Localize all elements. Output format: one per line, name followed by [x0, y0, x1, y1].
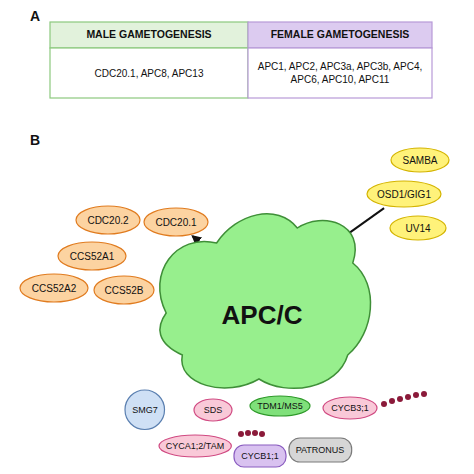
protein-oval: CDC20.1	[143, 207, 209, 237]
node-text: CCS52A1	[70, 251, 114, 262]
table-cell-male	[50, 48, 248, 98]
table-cell-female	[248, 48, 432, 98]
table-cell: CDC20.1, APC8, APC13	[50, 48, 248, 98]
table-header-male	[50, 22, 248, 48]
node-text: APC/C	[222, 300, 303, 331]
protein-oval: CCS52A2	[19, 273, 89, 303]
node-text: OSD1/GIG1	[377, 189, 431, 200]
protein-oval: CCS52B	[93, 275, 155, 305]
protein-oval: CYCB3;1	[322, 396, 378, 420]
protein-oval: SMG7	[124, 389, 166, 431]
table-header: FEMALE GAMETOGENESIS	[248, 22, 432, 48]
node-text: CDC20.1	[155, 217, 196, 228]
complex-shape: APC/C	[146, 193, 378, 398]
node-text: CYCB3;1	[331, 403, 369, 413]
protein-oval: CYCB1;1	[233, 444, 287, 468]
protein-oval: SDS	[193, 398, 233, 422]
node-outline	[146, 193, 378, 398]
protein-oval: CDC20.2	[75, 205, 141, 235]
node-text: CCS52B	[105, 285, 144, 296]
node-text: TDM1/MS5	[257, 401, 303, 411]
node-text: CYCB1;1	[241, 451, 279, 461]
table-cell: APC1, APC2, APC3a, APC3b, APC4, APC6, AP…	[248, 48, 432, 98]
protein-oval: SAMBA	[390, 147, 450, 173]
protein-oval: CYCA1;2/TAM	[158, 434, 232, 458]
table-header-female	[248, 22, 432, 48]
panel-letter: A	[30, 8, 46, 24]
node-text: SDS	[204, 405, 223, 415]
protein-oval: UV14	[389, 215, 447, 241]
activation-arrow	[193, 236, 194, 238]
protein-oval: PATRONUS	[288, 437, 353, 463]
node-text: CCS52A2	[32, 283, 76, 294]
ubiquitin-chain	[238, 391, 427, 437]
protein-oval: OSD1/GIG1	[366, 180, 442, 208]
node-text: UV14	[405, 223, 430, 234]
node-text: SMG7	[132, 405, 158, 415]
panel-letter: B	[30, 132, 46, 148]
protein-oval: TDM1/MS5	[249, 395, 311, 417]
node-text: PATRONUS	[296, 445, 345, 455]
node-text: SAMBA	[402, 155, 437, 166]
table-header: MALE GAMETOGENESIS	[50, 22, 248, 48]
node-text: CYCA1;2/TAM	[166, 441, 224, 451]
protein-oval: CCS52A1	[57, 241, 127, 271]
node-text: CDC20.2	[87, 215, 128, 226]
